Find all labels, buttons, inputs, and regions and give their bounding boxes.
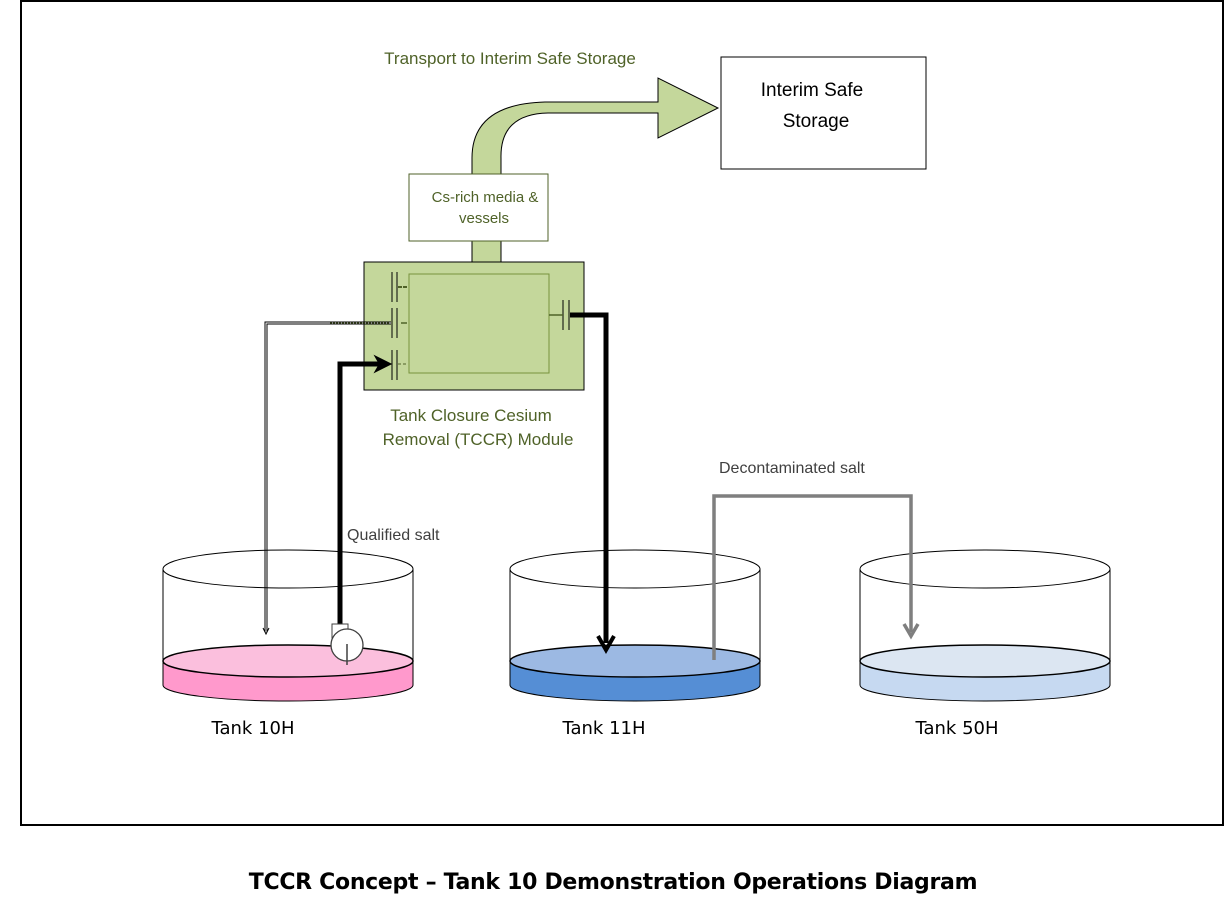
diagram-caption: TCCR Concept – Tank 10 Demonstration Ope… <box>248 870 978 895</box>
return-line <box>262 321 391 636</box>
qualified-salt-line <box>337 354 393 628</box>
tank-label: Tank 11H <box>561 718 645 739</box>
decontaminated-salt-line <box>712 494 920 660</box>
cs-media-label-1: Cs-rich media & <box>432 189 539 206</box>
interim-storage-label-1: Interim Safe <box>761 80 863 101</box>
tank-label: Tank 10H <box>210 718 294 739</box>
tank-rim <box>162 549 414 589</box>
qualified-salt-label: Qualified salt <box>347 527 440 544</box>
tank-tank-10h <box>162 549 414 702</box>
interim-safe-storage-box: Interim Safe Storage <box>720 56 927 170</box>
tank-liquid-surface <box>859 644 1111 678</box>
tank-rim <box>509 549 761 589</box>
transport-label: Transport to Interim Safe Storage <box>384 49 636 68</box>
tank-liquid-surface <box>162 644 414 678</box>
interim-storage-label-2: Storage <box>783 111 850 132</box>
module-to-tank11-line <box>570 312 616 655</box>
tank-liquid-surface <box>509 644 761 678</box>
transport-arrow <box>471 77 720 263</box>
tccr-module <box>363 261 585 391</box>
module-label-1: Tank Closure Cesium <box>390 406 552 425</box>
inlet-connectors <box>391 272 398 380</box>
pump-icon <box>330 623 364 665</box>
tank-label: Tank 50H <box>914 718 998 739</box>
tank-tank-11h <box>509 549 761 702</box>
cs-rich-media-box: Cs-rich media & vessels <box>408 173 549 242</box>
cs-media-label-2: vessels <box>459 210 509 227</box>
tank-rim <box>859 549 1111 589</box>
tank-tank-50h <box>859 549 1111 702</box>
decontaminated-salt-label: Decontaminated salt <box>719 460 865 477</box>
module-label-2: Removal (TCCR) Module <box>383 430 574 449</box>
diagram-frame <box>20 0 1224 826</box>
